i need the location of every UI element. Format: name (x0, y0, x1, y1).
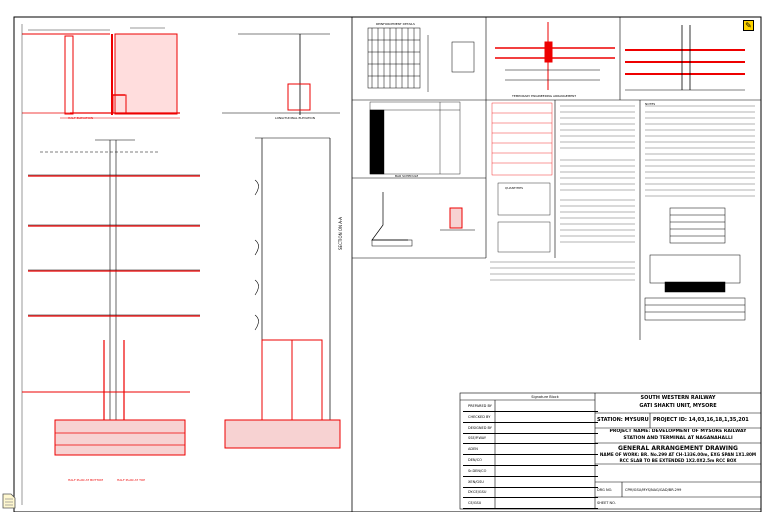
title-block-frame (459, 392, 762, 510)
base-block-left (22, 391, 190, 456)
section-aa-drawing (222, 33, 341, 449)
signature-row: DEN/CO (463, 455, 598, 466)
caption-half-elevation: HALF ELEVATION (68, 116, 94, 120)
signature-row: PREPARED BY (463, 401, 598, 412)
signature-row-divider (463, 443, 598, 445)
signature-row-divider (463, 497, 598, 499)
signature-row: ADEN (463, 444, 598, 456)
drawing-no-value: CPM/GSU/MYS/NAG/GAD/BR.299 (625, 488, 682, 492)
drawing-title: GENERAL ARRANGEMENT DRAWING (618, 445, 738, 452)
caption-temporary-arrangement: TEMPORARY ENGINEERING ARRANGEMENT (512, 94, 577, 98)
reinforcement-panel (367, 27, 475, 92)
notes-text-block (490, 105, 755, 281)
signature-row-divider (463, 465, 598, 466)
signature-row-name: Sr.DEN/CO (468, 468, 487, 473)
signature-row: DY.CE/GSU (463, 487, 598, 499)
signature-row: CHECKED BY (463, 412, 598, 423)
signature-row: SSE/P.WAY (463, 433, 598, 445)
half-elevation-drawing (22, 33, 180, 119)
pier-detail (371, 192, 475, 247)
bar-schedule-table (369, 101, 461, 175)
signature-row-name: DY.CE/GSU (468, 490, 487, 495)
signature-header: Signature Block (531, 395, 559, 399)
red-notes-table (491, 102, 553, 176)
signature-row-divider (463, 421, 598, 423)
drawing-no-label: DRG NO. (597, 488, 613, 492)
caption-half-plan-top: HALF PLAN AT TOP (117, 478, 146, 482)
caption-section-aa: SECTION ON A-A (338, 216, 343, 250)
signature-row-name: CHECKED BY (468, 414, 491, 419)
org-line2: GATI SHAKTI UNIT, MYSORE (639, 403, 717, 409)
signature-row: DESIGNED BY (463, 423, 598, 434)
quantity-tables (497, 182, 551, 253)
signature-row-divider (463, 454, 598, 456)
signature-row-name: PREPARED BY (468, 404, 492, 408)
signature-row-divider (463, 508, 598, 510)
signature-row-name: CE/GSU (468, 501, 482, 506)
half-elevation-dims (21, 24, 165, 505)
signature-row-divider (463, 411, 598, 412)
longitudinal-column (28, 139, 200, 430)
project-name: PROJECT NAME: DEVELOPMENT OF MYSORE RAIL… (609, 429, 747, 441)
temporary-arrangement-panel (495, 22, 615, 90)
document-icon[interactable] (2, 493, 16, 509)
cross-section-panel (625, 25, 745, 91)
signature-row-name: ADEN (468, 447, 478, 452)
caption-bar-schedule: BAR SCHEDULE (395, 174, 419, 178)
project-id: PROJECT ID: 14,03,16,18,1,35,201 (653, 417, 749, 423)
org-line1: SOUTH WESTERN RAILWAY (640, 395, 716, 401)
caption-reinforcement: REINFORCEMENT DETAILS (376, 22, 415, 26)
caption-half-plan-bottom: HALF PLAN AT BOTTOM (68, 478, 103, 482)
signature-row: XEN/GSU (463, 477, 598, 488)
sheet-no-label: SHEET NO. (597, 501, 616, 505)
caption-quantities: QUANTITIES (505, 186, 524, 190)
signature-row-name: XEN/GSU (468, 479, 484, 484)
caption-notes: NOTES (645, 102, 656, 106)
signature-row-divider (463, 432, 598, 434)
signature-row-name: DESIGNED BY (468, 425, 492, 430)
station-label: STATION: MYSURU (597, 417, 649, 423)
caption-longitudinal: LONGITUDINAL ELEVATION (275, 116, 315, 120)
signature-row: CE/GSU (463, 498, 598, 510)
signature-row: Sr.DEN/CO (463, 466, 598, 477)
panel-grid-lines (352, 17, 761, 340)
signature-row-name: DEN/CO (468, 458, 482, 462)
right-tables (644, 207, 746, 321)
signature-row-name: SSE/P.WAY (468, 436, 487, 441)
signature-row-divider (463, 475, 598, 477)
sheet-border (13, 16, 762, 512)
longitudinal-lines-red (28, 175, 200, 440)
signature-row-divider (463, 486, 598, 488)
pencil-icon[interactable]: ✎ (743, 20, 754, 31)
work-name: NAME OF WORK: BR. No.299 AT CH-1336.00m,… (599, 452, 757, 463)
